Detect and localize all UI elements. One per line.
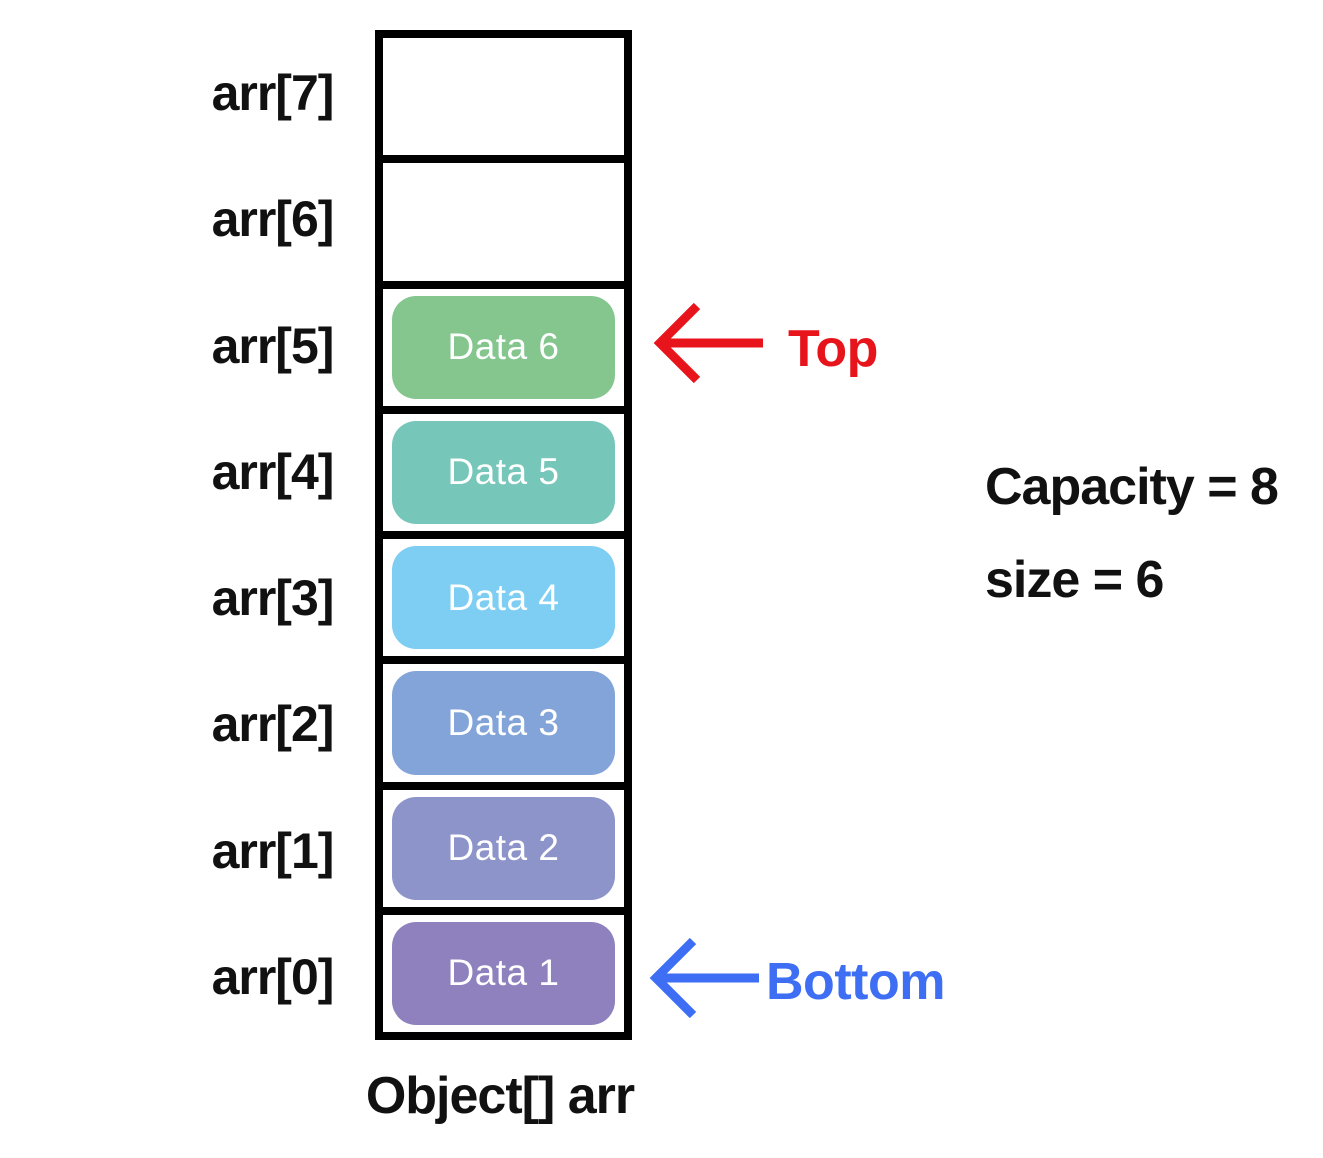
size-text: size = 6 (985, 551, 1164, 609)
index-label-arr3: arr[3] (211, 570, 335, 627)
array-cell-6 (379, 159, 628, 285)
data-block-4: Data 4 (392, 546, 615, 650)
index-label-arr6: arr[6] (211, 191, 335, 248)
array-cell-4: Data 5 (379, 409, 628, 535)
index-label-arr2: arr[2] (211, 696, 335, 753)
array-cell-5: Data 6 (379, 284, 628, 410)
array-name-caption: Object[] arr (365, 1067, 635, 1125)
index-label-column: arr[7] arr[6] arr[5] arr[4] arr[3] arr[2… (185, 30, 360, 1040)
array-column: Data 6 Data 5 Data 4 Data 3 Data 2 Data … (375, 30, 632, 1040)
index-label-arr4: arr[4] (211, 443, 335, 500)
top-arrow-icon (653, 302, 763, 384)
array-cell-2: Data 3 (379, 660, 628, 786)
data-block-5: Data 5 (392, 420, 615, 524)
index-label-arr1: arr[1] (211, 822, 335, 879)
array-cell-0: Data 1 (379, 910, 628, 1036)
bottom-arrow-icon (649, 937, 759, 1019)
index-label-arr5: arr[5] (211, 317, 335, 374)
index-label-arr0: arr[0] (211, 948, 335, 1005)
data-block-1: Data 1 (392, 921, 615, 1025)
array-cell-1: Data 2 (379, 785, 628, 911)
data-block-3: Data 3 (392, 671, 615, 775)
array-cell-3: Data 4 (379, 535, 628, 661)
array-cell-7 (379, 34, 628, 160)
bottom-pointer-label: Bottom (766, 953, 945, 1011)
capacity-text: Capacity = 8 (985, 458, 1279, 516)
top-pointer-label: Top (788, 320, 878, 378)
data-block-6: Data 6 (392, 295, 615, 399)
data-block-2: Data 2 (392, 796, 615, 900)
index-label-arr7: arr[7] (211, 65, 335, 122)
